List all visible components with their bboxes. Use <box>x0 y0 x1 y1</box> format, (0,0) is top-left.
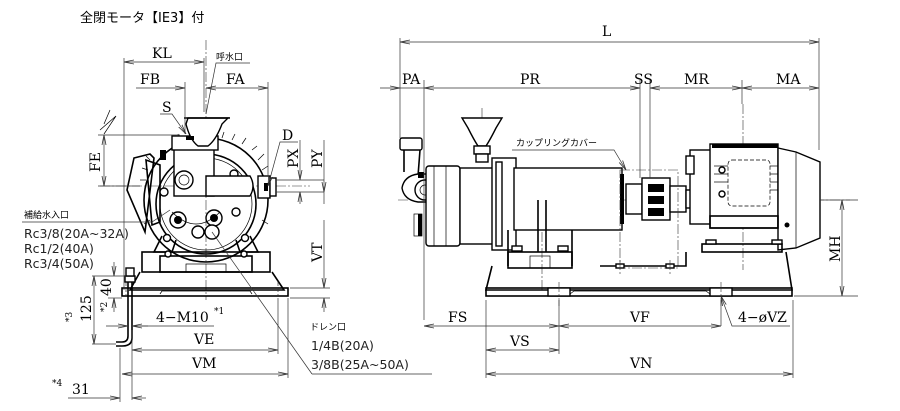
dim-label-vz: 4−øVZ <box>738 310 787 326</box>
dim-value-125: 125 <box>79 295 95 322</box>
dim-label-kl: KL <box>152 46 172 62</box>
dim-label-vm: VM <box>191 356 216 372</box>
dim-label-bolt: 4−M10 <box>156 310 209 326</box>
dim-label-s: S <box>162 100 172 116</box>
side-view <box>398 104 850 306</box>
front-view <box>100 40 310 347</box>
callout-supply-inlet-line: Rc3/8(20A~32A) <box>24 226 129 241</box>
drawing-title: 全閉モータ【IE3】付 <box>80 10 204 26</box>
dim-label-py: PY <box>310 149 326 168</box>
callout-drain-port-line: 3/8B(25A~50A) <box>311 357 409 372</box>
dim-note-4: *4 <box>52 379 63 389</box>
dim-label-l: L <box>602 24 611 40</box>
side-view-dimensions: L PA PR SS MR MA カップリングカバー MH FS VF 4−øV… <box>380 24 858 378</box>
callout-coupling-cover: カップリングカバー <box>516 137 597 149</box>
dim-label-d: D <box>282 128 293 144</box>
dim-label-ve: VE <box>193 332 214 348</box>
dim-label-fa: FA <box>226 72 245 88</box>
dim-label-vf: VF <box>629 310 650 326</box>
dim-note-2: *2 <box>100 302 110 312</box>
terminal-box <box>126 153 155 236</box>
dim-label-fe: FE <box>88 152 104 172</box>
callout-priming-port: 呼水口 <box>216 51 243 63</box>
dim-value-40: 40 <box>99 278 115 296</box>
dim-label-fs: FS <box>448 310 467 326</box>
dim-label-pa: PA <box>402 72 421 88</box>
dim-label-fb: FB <box>140 72 160 88</box>
callout-drain-port-label: ドレン口 <box>310 323 346 333</box>
dim-note-3: *3 <box>65 312 75 323</box>
callout-supply-inlet-line: Rc3/4(50A) <box>24 256 94 271</box>
dim-label-vn: VN <box>629 356 652 372</box>
dim-label-mr: MR <box>684 72 709 88</box>
dim-label-pr: PR <box>520 72 540 88</box>
dim-label-vs: VS <box>509 334 530 350</box>
dim-note-1: *1 <box>214 307 224 317</box>
callout-supply-inlet-label: 補給水入口 <box>24 209 69 221</box>
callout-supply-inlet-line: Rc1/2(40A) <box>24 241 94 256</box>
dim-label-mh: MH <box>828 235 844 262</box>
dim-value-31: 31 <box>72 382 90 398</box>
dim-label-ma: MA <box>776 72 801 88</box>
front-view-dimensions: KL FB FA 呼水口 S D FE PX PY <box>22 46 432 402</box>
dim-label-px: PX <box>286 149 302 168</box>
dim-label-vt: VT <box>310 242 326 263</box>
callout-drain-port-line: 1/4B(20A) <box>311 338 374 353</box>
dim-label-ss: SS <box>634 72 653 88</box>
